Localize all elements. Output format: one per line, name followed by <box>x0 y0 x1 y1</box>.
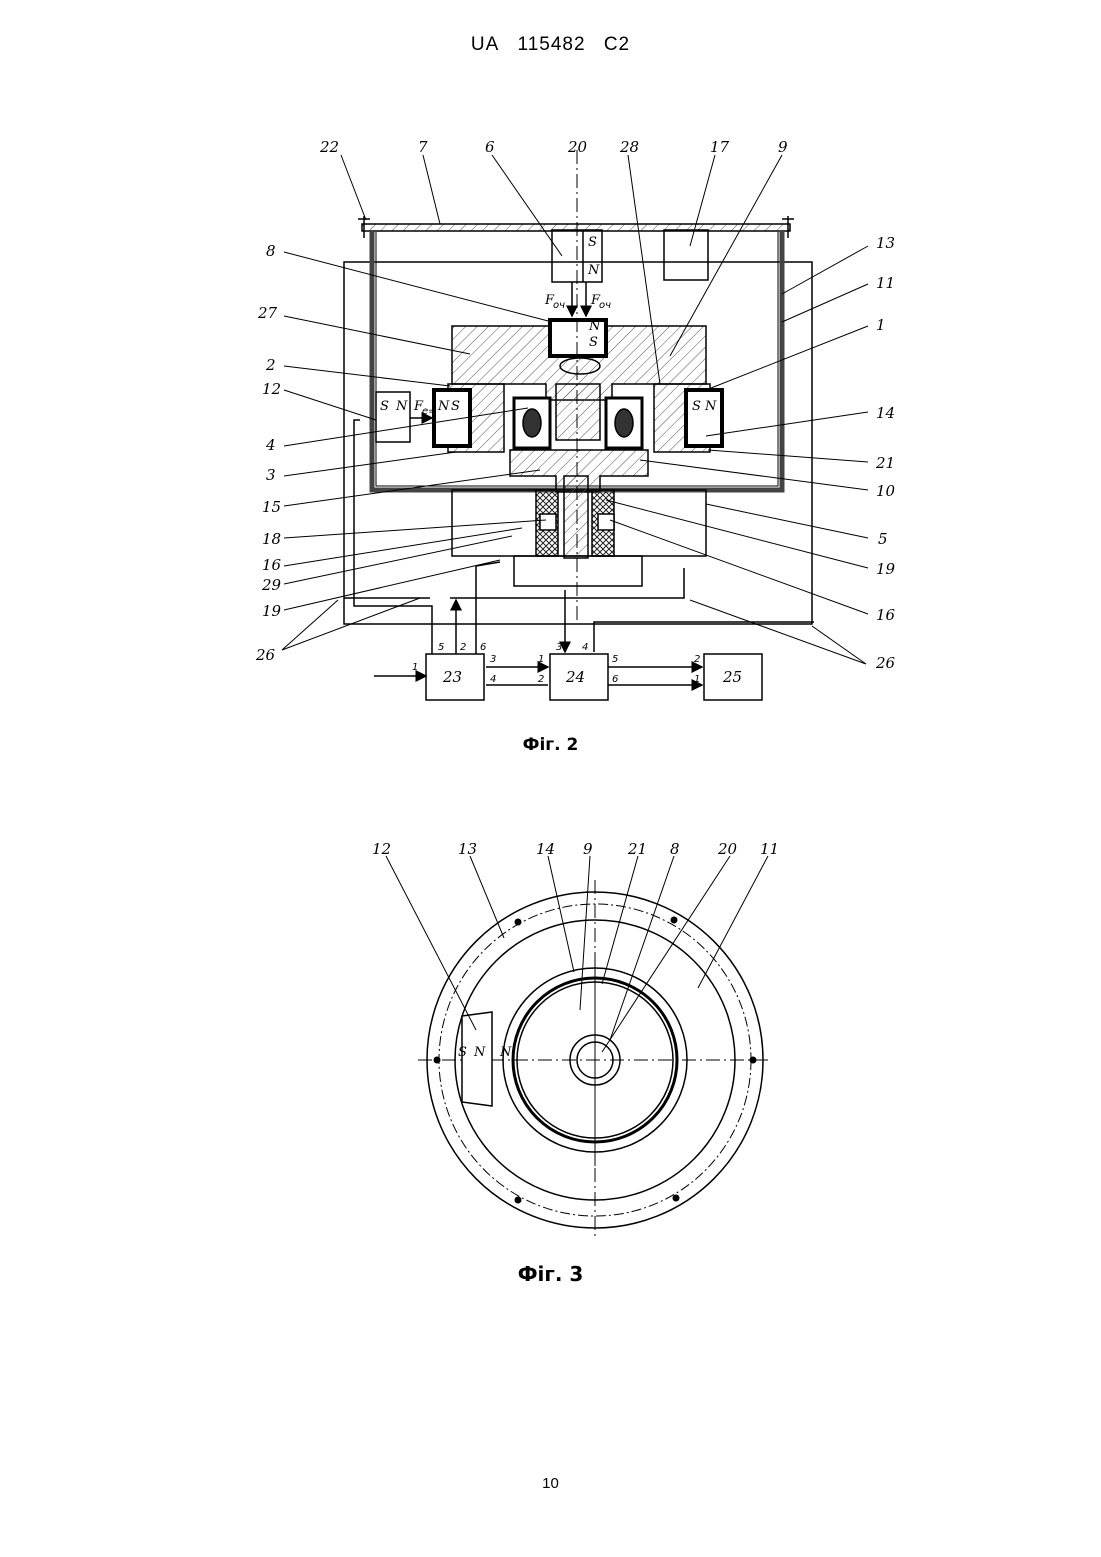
pin-label: 5 <box>612 654 618 665</box>
fig2-label: 9 <box>778 138 788 156</box>
fig2-label: 15 <box>262 498 281 516</box>
fig2-label: 2 <box>265 356 276 374</box>
figure-3-caption: Фіг. 3 <box>0 1262 1101 1286</box>
magnet-letter: N <box>437 399 450 414</box>
pin-label: 2 <box>538 674 544 685</box>
sensor-16 <box>598 514 614 530</box>
figure-2-caption: Фіг. 2 <box>0 735 1101 755</box>
fig3-label: 14 <box>536 840 555 858</box>
pin-label: 4 <box>490 674 496 685</box>
page-number: 10 <box>0 1475 1101 1492</box>
fig3-label: 13 <box>458 840 477 858</box>
magnet-letter: N <box>499 1045 512 1060</box>
fig2-label: 26 <box>875 654 896 672</box>
pin-label: 5 <box>438 642 444 653</box>
figure-2 <box>282 150 868 700</box>
fig2-label: 22 <box>319 138 339 156</box>
force-sub: е= <box>422 406 437 417</box>
fig2-label: 26 <box>255 646 276 664</box>
fig2-label: 21 <box>875 454 895 472</box>
fig2-label: 6 <box>485 138 495 156</box>
fig2-label: 19 <box>262 602 282 620</box>
magnet-letter: N <box>588 319 601 334</box>
fig2-label: 28 <box>619 138 639 156</box>
fig2-label: 29 <box>261 576 282 594</box>
fig2-label: 16 <box>262 556 282 574</box>
fig3-label: 9 <box>583 840 593 858</box>
fig2-label: 20 <box>567 138 588 156</box>
pin-label: 1 <box>412 662 418 673</box>
fig3-label: 20 <box>717 840 738 858</box>
pin-label: 6 <box>612 674 618 685</box>
fig2-label: 8 <box>266 242 276 260</box>
magnet-letter: N <box>587 263 600 278</box>
outer-housing-13 <box>344 262 812 624</box>
fig3-label: 8 <box>670 840 680 858</box>
force-sub: оч <box>599 300 611 311</box>
force-sub: оч <box>553 300 565 311</box>
block-label: 23 <box>442 668 462 686</box>
sensor-17 <box>664 230 708 280</box>
pin-label: 1 <box>694 674 700 685</box>
magnet-letter: S <box>458 1045 467 1060</box>
fig2-label: 1 <box>876 316 886 334</box>
fig2-label: 18 <box>262 530 281 548</box>
pin-label: 3 <box>490 654 496 665</box>
magnet-letter: N <box>704 399 717 414</box>
fig2-label: 3 <box>266 466 276 484</box>
pin-label: 2 <box>694 654 700 665</box>
fig2-label: 19 <box>876 560 896 578</box>
magnet-letter: N <box>473 1045 486 1060</box>
fig2-label: 13 <box>876 234 895 252</box>
magnet-letter: N <box>395 399 408 414</box>
fig3-label: 11 <box>760 840 779 858</box>
fig2-label: 7 <box>418 138 428 156</box>
fig2-label: 4 <box>265 436 276 454</box>
sensor-18 <box>540 514 556 530</box>
fig2-label: 17 <box>710 138 730 156</box>
magnet-letter: S <box>380 399 389 414</box>
block-label: 25 <box>722 668 742 686</box>
fig2-label: 14 <box>876 404 895 422</box>
fig2-label: 27 <box>257 304 278 322</box>
magnet-letter: S <box>589 335 598 350</box>
pin-label: 2 <box>460 642 466 653</box>
fig2-label: 11 <box>876 274 895 292</box>
fig3-label: 12 <box>372 840 391 858</box>
fig2-label: 12 <box>262 380 281 398</box>
magnet-letter: S <box>692 399 701 414</box>
fig2-label: 16 <box>876 606 896 624</box>
pin-label: 6 <box>480 642 486 653</box>
figure-3 <box>386 856 772 1240</box>
fig2-label: 10 <box>876 482 896 500</box>
pin-label: 3 <box>556 642 562 653</box>
pin-label: 4 <box>582 642 588 653</box>
block-label: 24 <box>565 668 585 686</box>
magnet-letter: S <box>588 235 597 250</box>
fig3-label: 21 <box>627 840 647 858</box>
pin-label: 1 <box>538 654 544 665</box>
fig2-label: 5 <box>878 530 888 548</box>
magnet-letter: S <box>451 399 460 414</box>
